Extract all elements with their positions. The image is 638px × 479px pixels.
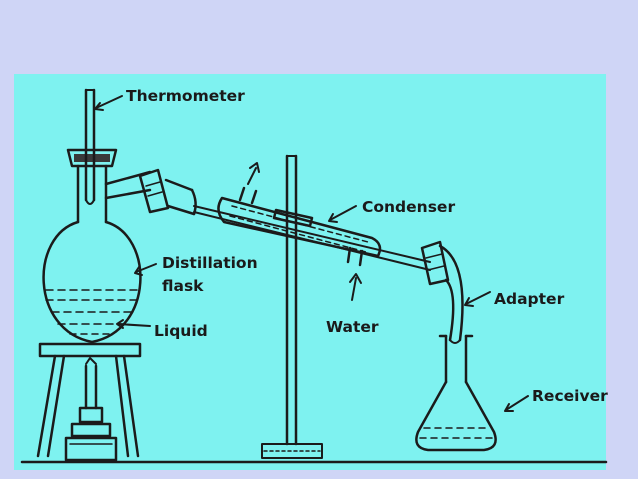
side-arm-stopper bbox=[138, 168, 170, 214]
thermometer bbox=[84, 88, 96, 205]
flask-pointer bbox=[134, 263, 157, 276]
label-thermometer: Thermometer bbox=[126, 87, 245, 105]
burner bbox=[64, 357, 118, 462]
flask-liquid bbox=[45, 289, 139, 335]
diagram-panel bbox=[14, 74, 606, 470]
adapter bbox=[420, 240, 464, 344]
water-outlet-arrow bbox=[247, 162, 260, 185]
label-adapter: Adapter bbox=[494, 290, 565, 308]
label-receiver: Receiver bbox=[532, 387, 608, 405]
label-flask: flask bbox=[162, 277, 204, 295]
retort-stand bbox=[261, 154, 323, 459]
rubber-stopper bbox=[66, 148, 118, 168]
tripod-stand bbox=[36, 342, 142, 458]
condenser-pointer bbox=[328, 205, 357, 223]
receiver-pointer bbox=[504, 395, 529, 412]
label-distillation: Distillation bbox=[162, 254, 258, 272]
adapter-pointer bbox=[464, 291, 491, 307]
receiver-flask bbox=[415, 334, 497, 452]
label-water: Water bbox=[326, 318, 379, 336]
liquid-pointer bbox=[116, 319, 151, 329]
water-inlet-arrow bbox=[349, 273, 362, 301]
condenser bbox=[193, 186, 431, 271]
distillation-flask bbox=[42, 148, 142, 344]
label-condenser: Condenser bbox=[362, 198, 455, 216]
thermometer-pointer bbox=[94, 95, 123, 111]
label-liquid: Liquid bbox=[154, 322, 208, 340]
